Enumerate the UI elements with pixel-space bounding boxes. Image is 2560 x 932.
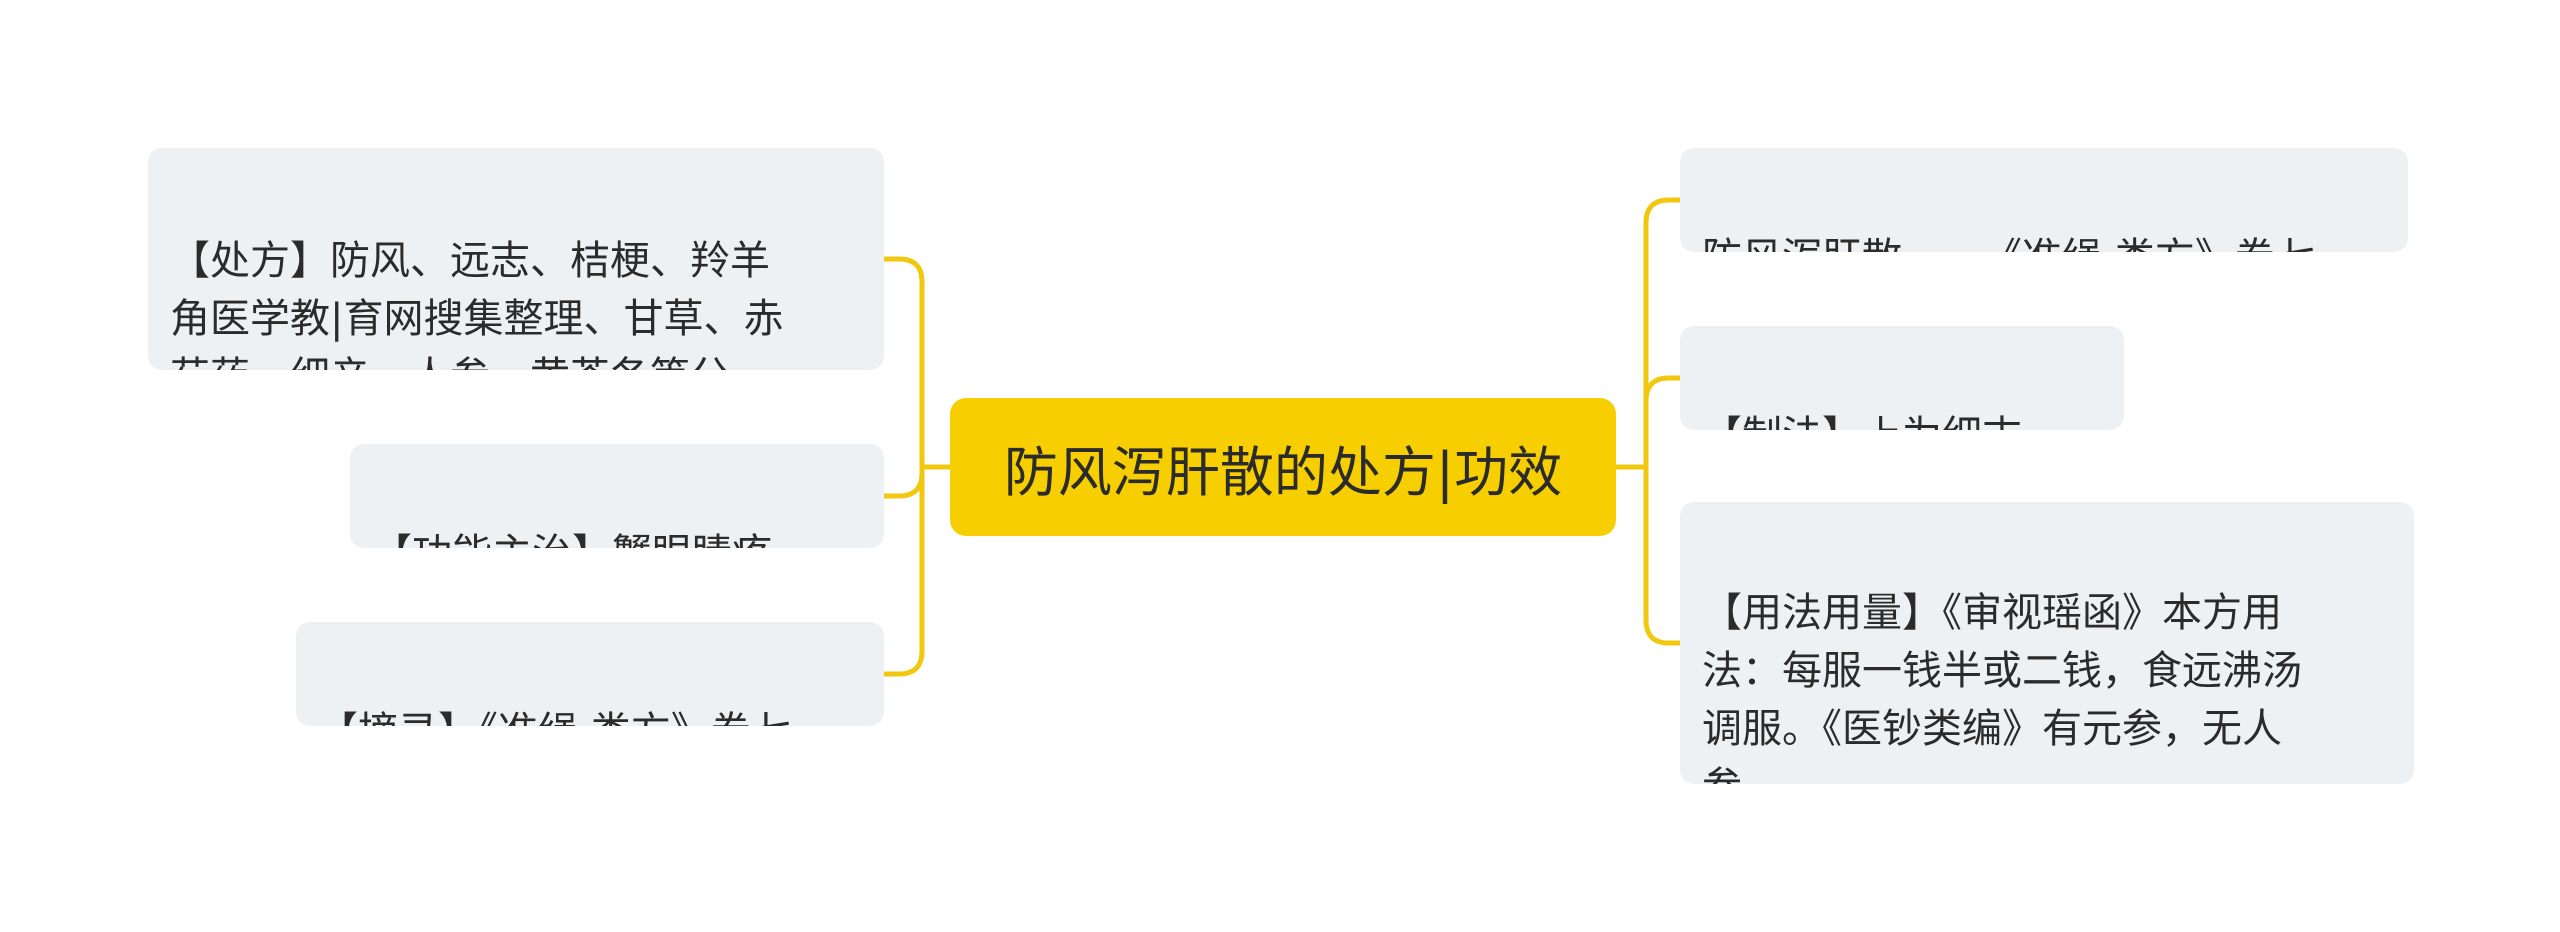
root-topic[interactable]: 防风泻肝散的处方|功效: [950, 398, 1616, 536]
topic-excerpt-source-text: 【摘录】《准绳·类方》卷七: [318, 709, 791, 726]
topic-preparation-text: 【制法】上为细末。: [1702, 413, 2062, 430]
topic-indications[interactable]: 【功能主治】蟹眼睛疼。: [350, 444, 884, 548]
topic-preparation[interactable]: 【制法】上为细末。: [1680, 326, 2124, 430]
connector-left-chufang: [881, 256, 925, 470]
topic-prescription-text: 【处方】防风、远志、桔梗、羚羊 角医学教|育网搜集整理、甘草、赤 芍药、细辛、人…: [170, 238, 784, 370]
topic-usage-dosage-text: 【用法用量】《审视瑶函》本方用 法：每服一钱半或二钱，食远沸汤 调服。《医钞类编…: [1702, 590, 2302, 784]
connector-right-zhifa: [1643, 375, 1683, 470]
connector-right-yongfa: [1643, 464, 1683, 646]
topic-prescription[interactable]: 【处方】防风、远志、桔梗、羚羊 角医学教|育网搜集整理、甘草、赤 芍药、细辛、人…: [148, 148, 884, 370]
topic-usage-dosage[interactable]: 【用法用量】《审视瑶函》本方用 法：每服一钱半或二钱，食远沸汤 调服。《医钞类编…: [1680, 502, 2414, 784]
connector-left-zhailu: [881, 464, 925, 677]
topic-formula-title[interactable]: 防风泻肝散——《准绳·类方》卷七: [1680, 148, 2408, 252]
topic-formula-title-text: 防风泻肝散——《准绳·类方》卷七: [1702, 235, 2315, 252]
topic-indications-text: 【功能主治】蟹眼睛疼。: [372, 531, 812, 548]
connector-left-gongneng: [881, 464, 925, 499]
topic-excerpt-source[interactable]: 【摘录】《准绳·类方》卷七: [296, 622, 884, 726]
connector-right-title: [1643, 197, 1683, 470]
root-topic-label: 防风泻肝散的处方|功效: [1003, 440, 1563, 504]
